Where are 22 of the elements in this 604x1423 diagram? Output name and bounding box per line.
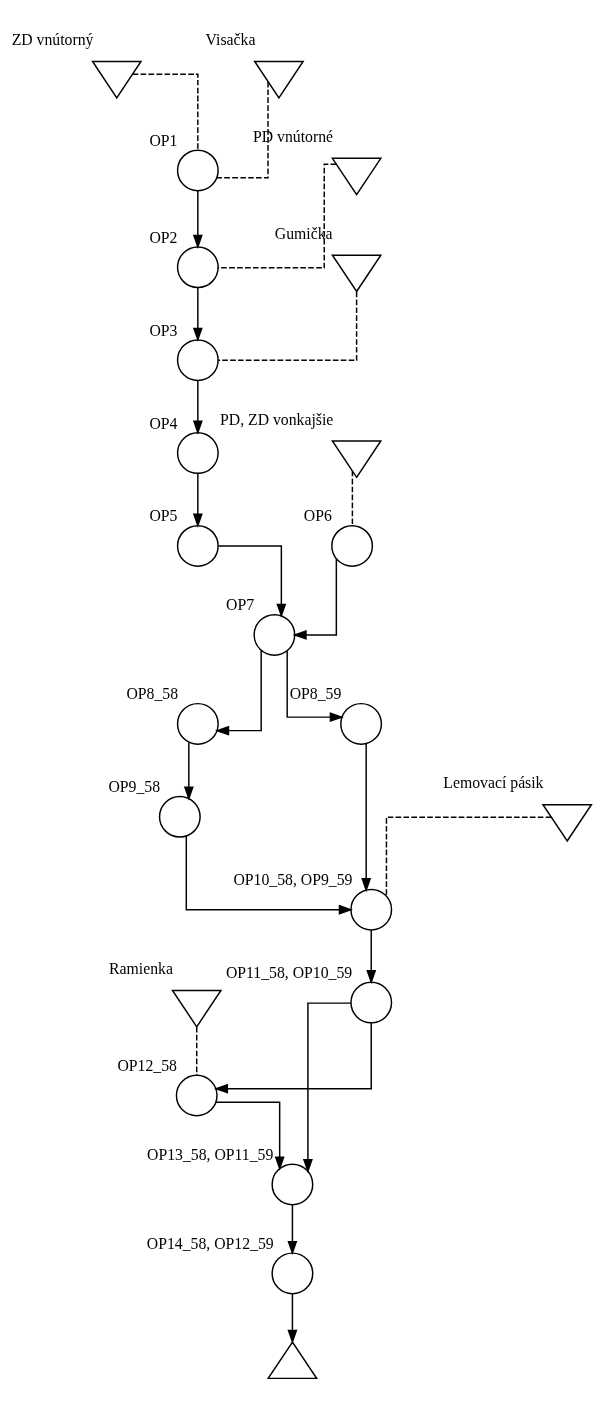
node-label: OP1 bbox=[149, 131, 178, 149]
node-label: OP5 bbox=[149, 507, 178, 525]
node-label: Lemovací pásik bbox=[443, 774, 544, 792]
node-label: OP6 bbox=[303, 507, 332, 525]
node-label: Visačka bbox=[205, 31, 256, 49]
node-label: OP9_58 bbox=[108, 778, 161, 796]
node-label: OP13_58, OP11_59 bbox=[147, 1145, 274, 1163]
node-label: OP4 bbox=[149, 414, 178, 432]
node-label: OP7 bbox=[226, 596, 255, 614]
node-label: OP10_58, OP9_59 bbox=[233, 871, 353, 889]
node-label: OP8_58 bbox=[126, 685, 179, 703]
node-label: ZD vnútorný bbox=[11, 31, 94, 49]
node-label: OP3 bbox=[149, 321, 178, 339]
node-label: PD vnútorné bbox=[252, 127, 334, 145]
node-label: OP11_58, OP10_59 bbox=[225, 964, 353, 982]
node-label: Gumička bbox=[274, 224, 333, 242]
node-label: OP2 bbox=[149, 228, 178, 246]
node-label: OP8_59 bbox=[289, 685, 342, 703]
node-label: OP12_58 bbox=[117, 1056, 177, 1074]
node-label: Ramienka bbox=[109, 960, 173, 978]
node-label: PD, ZD vonkajšie bbox=[220, 410, 334, 428]
node-label: OP14_58, OP12_59 bbox=[146, 1234, 274, 1252]
